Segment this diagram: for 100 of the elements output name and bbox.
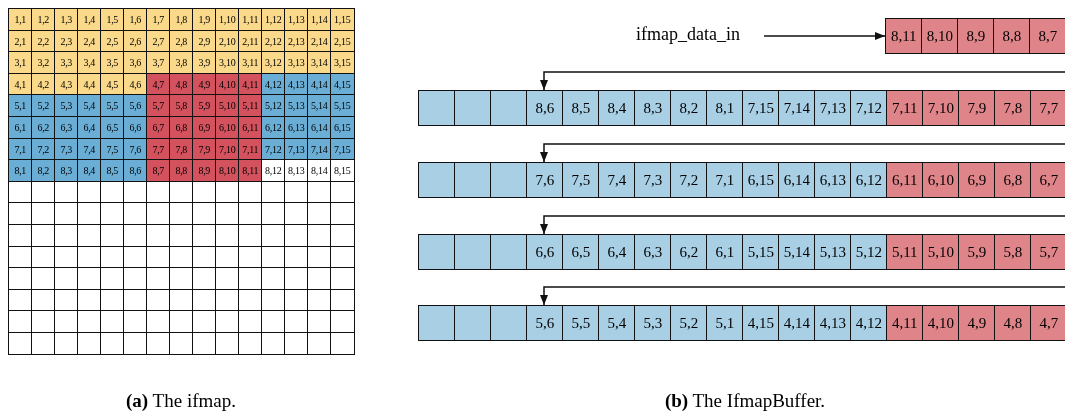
- ifmap-cell: 5,13: [284, 94, 309, 118]
- ifmap-cell: 6,15: [330, 116, 355, 140]
- buffer-cell: 6,14: [778, 162, 816, 198]
- buffer-cell: 6,5: [562, 234, 600, 270]
- ifmap-cell: 5,10: [215, 94, 240, 118]
- signal-name: ifmap_data_in: [636, 24, 740, 45]
- ifmap-cell: 3,9: [192, 51, 217, 75]
- ifmap-cell: 6,7: [146, 116, 171, 140]
- ifmap-cell: 1,7: [146, 8, 171, 32]
- buffer-cell: 5,14: [778, 234, 816, 270]
- buffer-cell: 5,7: [1030, 234, 1065, 270]
- buffer-cell: 7,14: [778, 90, 816, 126]
- buffer-cell: 8,1: [706, 90, 744, 126]
- ifmap-cell: 3,11: [238, 51, 263, 75]
- ifmap-cell: 8,9: [192, 159, 217, 183]
- ifmap-cell: 8,12: [261, 159, 286, 183]
- buffer-cell: 4,15: [742, 305, 780, 341]
- buffer-cell: 8,7: [1029, 18, 1065, 54]
- ifmap-cell: 6,8: [169, 116, 194, 140]
- buffer-cell: 4,14: [778, 305, 816, 341]
- buffer-cell: 4,9: [958, 305, 996, 341]
- buffer-cell: 7,3: [634, 162, 672, 198]
- ifmap-cell: 1,15: [330, 8, 355, 32]
- ifmap-cell: 5,6: [123, 94, 148, 118]
- caption: (b) The IfmapBuffer.: [664, 390, 826, 412]
- ifmap-cell: 8,13: [284, 159, 309, 183]
- ifmap-cell: 3,8: [169, 51, 194, 75]
- buffer-cell: 4,12: [850, 305, 888, 341]
- buffer-cell: 6,3: [634, 234, 672, 270]
- ifmap-cell: 8,6: [123, 159, 148, 183]
- ifmap-cell: 5,7: [146, 94, 171, 118]
- ifmap-cell: 8,7: [146, 159, 171, 183]
- buffer-cell: 8,6: [526, 90, 564, 126]
- buffer-cell: 5,9: [958, 234, 996, 270]
- ifmap-cell: 1,10: [215, 8, 240, 32]
- buffer-cell: 4,7: [1030, 305, 1065, 341]
- buffer-cell: 6,13: [814, 162, 852, 198]
- buffer-cell: 7,7: [1030, 90, 1065, 126]
- ifmap-cell: 1,5: [100, 8, 125, 32]
- ifmap-cell: 1,2: [31, 8, 56, 32]
- ifmap-cell: 5,2: [31, 94, 56, 118]
- ifmap-cell: 6,6: [123, 116, 148, 140]
- ifmap-cell: 1,1: [8, 8, 33, 32]
- buffer-cell: 7,4: [598, 162, 636, 198]
- ifmap-cell: 5,3: [54, 94, 79, 118]
- ifmap-cell: 3,15: [330, 51, 355, 75]
- arrow: [539, 143, 1065, 163]
- buffer-cell: 8,2: [670, 90, 708, 126]
- ifmap-cell: 8,11: [238, 159, 263, 183]
- buffer-cell: 5,1: [706, 305, 744, 341]
- ifmap-cell: 5,4: [77, 94, 102, 118]
- ifmap-cell: 8,15: [330, 159, 355, 183]
- ifmap-cell: 5,5: [100, 94, 125, 118]
- ifmap-cell: 5,12: [261, 94, 286, 118]
- ifmap-cell: 1,11: [238, 8, 263, 32]
- buffer-cell: 5,5: [562, 305, 600, 341]
- caption: (a) The ifmap.: [126, 390, 236, 412]
- ifmap-cell: 3,5: [100, 51, 125, 75]
- ifmap-cell: 8,4: [77, 159, 102, 183]
- buffer-cell: 7,8: [994, 90, 1032, 126]
- buffer-cell: 7,12: [850, 90, 888, 126]
- buffer-cell: 6,9: [958, 162, 996, 198]
- buffer-cell: 7,10: [922, 90, 960, 126]
- buffer-cell: 5,8: [994, 234, 1032, 270]
- ifmap-cell: 6,2: [31, 116, 56, 140]
- arrow: [539, 215, 1065, 235]
- buffer-cell: 8,4: [598, 90, 636, 126]
- buffer-cell: 4,8: [994, 305, 1032, 341]
- arrow: [539, 71, 1065, 91]
- ifmap-cell: 3,2: [31, 51, 56, 75]
- ifmap-cell: 1,9: [192, 8, 217, 32]
- ifmap-cell: 8,1: [8, 159, 33, 183]
- buffer-cell: 6,10: [922, 162, 960, 198]
- buffer-cell: 7,13: [814, 90, 852, 126]
- ifmap-cell: 8,2: [31, 159, 56, 183]
- buffer-cell: 8,3: [634, 90, 672, 126]
- buffer-cell: 6,11: [886, 162, 924, 198]
- ifmap-cell: 5,11: [238, 94, 263, 118]
- ifmap-cell: 3,6: [123, 51, 148, 75]
- buffer-cell: 8,5: [562, 90, 600, 126]
- ifmap-cell: 1,4: [77, 8, 102, 32]
- buffer-cell: 6,8: [994, 162, 1032, 198]
- ifmap-cell: 8,3: [54, 159, 79, 183]
- ifmap-cell: 8,14: [307, 159, 332, 183]
- buffer-cell: 6,15: [742, 162, 780, 198]
- buffer-cell: 5,12: [850, 234, 888, 270]
- buffer-cell: 4,10: [922, 305, 960, 341]
- buffer-cell: 5,13: [814, 234, 852, 270]
- ifmap-cell: 6,3: [54, 116, 79, 140]
- ifmap-cell: 3,10: [215, 51, 240, 75]
- buffer-cell: 4,13: [814, 305, 852, 341]
- buffer-cell: 8,11: [885, 18, 923, 54]
- ifmap-cell: 1,6: [123, 8, 148, 32]
- ifmap-cell: 1,12: [261, 8, 286, 32]
- buffer-cell: 5,11: [886, 234, 924, 270]
- ifmap-cell: 6,4: [77, 116, 102, 140]
- ifmap-cell: 6,12: [261, 116, 286, 140]
- buffer-cell: 7,2: [670, 162, 708, 198]
- ifmap-cell: 1,3: [54, 8, 79, 32]
- buffer-cell: 4,11: [886, 305, 924, 341]
